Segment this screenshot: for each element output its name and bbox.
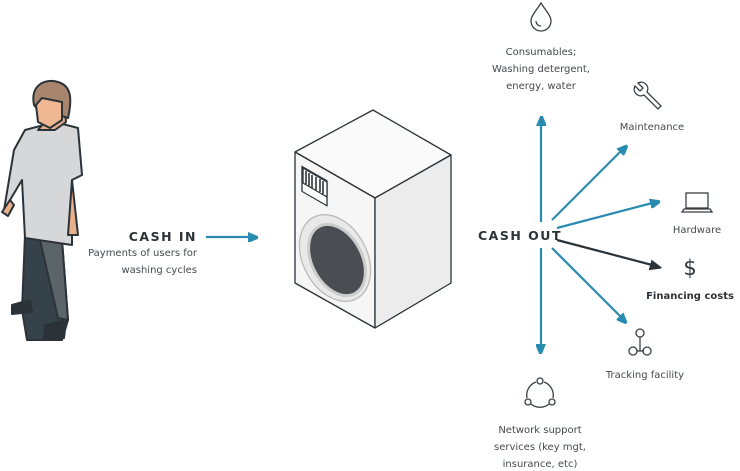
label-line: energy, water	[506, 81, 576, 92]
water-drop-icon	[530, 1, 552, 32]
label-consumables: Consumables; Washing detergent, energy, …	[441, 44, 641, 95]
label-financing-costs: Financing costs	[646, 291, 734, 302]
label-hardware: Hardware	[672, 225, 722, 236]
network-icon	[524, 377, 556, 408]
label-line: Network support	[498, 425, 582, 436]
person-illustration	[1, 80, 83, 341]
label-network-support: Network support services (key mgt, insur…	[440, 422, 640, 471]
laptop-icon	[680, 192, 714, 213]
label-line: Washing detergent,	[491, 64, 590, 75]
cash-in-desc-line: Payments of users for	[88, 248, 197, 259]
arrow-tracking	[551, 247, 624, 320]
arrow-maintenance	[551, 148, 624, 221]
arrow-hardware	[556, 202, 656, 230]
dollar-icon: $	[683, 256, 697, 280]
cash-in-title: CASH IN	[128, 229, 197, 244]
label-line: services (key mgt,	[494, 442, 586, 453]
label-maintenance: Maintenance	[619, 122, 685, 133]
arrow-financing	[556, 238, 656, 266]
label-tracking-facility: Tracking facility	[605, 370, 685, 381]
washing-machine-illustration	[294, 109, 452, 329]
cash-out-title: CASH OUT	[478, 228, 562, 243]
wrench-icon	[633, 81, 662, 110]
cash-in-desc-line: washing cycles	[121, 265, 197, 276]
cash-in-description: Payments of users for washing cycles	[88, 245, 197, 279]
cash-out-arrows	[541, 120, 656, 350]
tracking-nodes-icon	[628, 328, 652, 356]
label-line: insurance, etc)	[502, 459, 578, 470]
label-line: Consumables;	[505, 47, 577, 58]
